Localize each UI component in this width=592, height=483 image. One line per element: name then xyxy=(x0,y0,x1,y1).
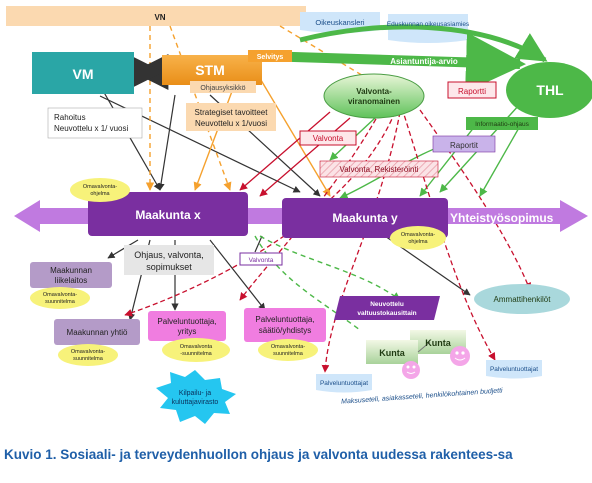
omavalvontasuunnitelma-4-label-1: Omavalvonta- xyxy=(271,344,305,350)
figure-caption: Kuvio 1. Sosiaali- ja terveydenhuollon o… xyxy=(4,447,513,462)
informaatio-label: Informaatio-ohjaus xyxy=(475,121,530,128)
omavalvontasuunnitelma-3-label-2: -suunnitelma xyxy=(180,351,212,357)
palveluntuottajat-label-2: Palveluntuottajat xyxy=(490,366,538,373)
oikeuskansleri-label: Oikeuskansleri xyxy=(315,18,365,27)
rahoitus-label-2: Neuvottelu x 1/ vuosi xyxy=(54,124,128,133)
maakunta-y-label: Maakunta y xyxy=(332,211,398,225)
strategiset-label-1: Strategiset tavoitteet xyxy=(195,108,269,117)
informaatio-ohjaus-box xyxy=(466,117,538,130)
liikelaitos-label-1: Maakunnan xyxy=(50,266,92,275)
yhteistyosopimus-label: Yhteistyösopimus xyxy=(450,211,554,225)
valvonta-rekisterointi-box xyxy=(319,160,439,178)
valvontaviranomainen-ellipse[interactable] xyxy=(323,73,425,119)
asiantuntija-label: Asiantuntija-arvio xyxy=(390,57,458,66)
omavalvontasuunnitelma-4-label-2: suunnitelma xyxy=(273,351,304,357)
selvitys-box xyxy=(248,50,292,62)
valvonta-red-box xyxy=(299,130,357,146)
omavalvontasuunnitelma-3-label-1: Omavalvonta xyxy=(180,344,213,350)
rahoitus-box xyxy=(47,107,143,139)
omavalvontasuunnitelma-2 xyxy=(58,344,118,366)
raportit-box xyxy=(432,135,496,153)
palveluntuottajat-box-1[interactable] xyxy=(316,374,372,393)
raportti-label: Raportti xyxy=(458,87,486,96)
omavalvontasuunnitelma-1-label-1: Omavalvonta- xyxy=(43,292,77,298)
omavalvontasuunnitelma-1-label-2: suunnitelma xyxy=(45,299,76,305)
omavalvontaohjelma-y xyxy=(390,226,446,250)
valvonta-small-box xyxy=(239,252,283,266)
neuvottelu-box xyxy=(334,296,440,320)
ohjausyksikko-label: Ohjausyksikkö xyxy=(200,85,245,92)
omavalvontaohjelma-x xyxy=(70,178,130,202)
omavalvontaohjelma-x-label-2: ohjelma xyxy=(90,191,110,197)
liikelaitos-box[interactable] xyxy=(30,262,112,288)
valvonta-red-label: Valvonta xyxy=(313,134,344,143)
omavalvontaohjelma-y-label-2: ohjelma xyxy=(408,239,428,245)
palveluntuottaja-yritys-label-1: Palveluntuottaja, xyxy=(157,317,216,326)
vn-band xyxy=(6,6,306,26)
smiley-icon-1 xyxy=(450,346,470,366)
thl-ellipse[interactable] xyxy=(506,62,592,118)
neuvottelu-label-2: valtuustokausittain xyxy=(357,310,416,317)
yhtio-box[interactable] xyxy=(54,319,140,345)
palveluntuottajat-box-2[interactable] xyxy=(486,360,542,379)
omavalvontaohjelma-x-label-1: Omavalvonta- xyxy=(83,184,117,190)
ohjaus-box xyxy=(124,245,214,275)
ammattihenkilot-label: Ammattihenkilöt xyxy=(494,295,552,304)
thl-label: THL xyxy=(536,82,564,98)
kunta-label-2: Kunta xyxy=(379,348,405,358)
raportit-label: Raportit xyxy=(450,141,479,150)
omavalvontasuunnitelma-4 xyxy=(258,339,318,361)
neuvottelu-label-1: Neuvottelu xyxy=(370,301,404,308)
steering-diagram: VN Oikeuskansleri Eduskunnan oikeusasiam… xyxy=(6,6,592,424)
palveluntuottaja-yritys-box[interactable] xyxy=(148,311,226,341)
omavalvontaohjelma-y-label-1: Omavalvonta- xyxy=(401,232,435,238)
vm-label: VM xyxy=(73,66,94,82)
ohjausyksikko-box xyxy=(190,81,256,93)
valvontaviranomainen-label-1: Valvonta- xyxy=(356,87,392,96)
smiley-icon-2 xyxy=(402,361,420,379)
rahoitus-label-1: Rahoitus xyxy=(54,113,86,122)
yhtio-label: Maakunnan yhtiö xyxy=(67,328,128,337)
omavalvontasuunnitelma-2-label-1: Omavalvonta- xyxy=(71,349,105,355)
liikelaitos-label-2: liikelaitos xyxy=(55,276,87,285)
strategiset-label-2: Neuvottelu x 1/vuosi xyxy=(195,119,267,128)
valvonta-small-label: Valvonta xyxy=(249,257,274,264)
ohjaus-label-1: Ohjaus, valvonta, xyxy=(134,250,204,260)
omavalvontasuunnitelma-2-label-2: suunnitelma xyxy=(73,356,104,362)
maakunta-x-label: Maakunta x xyxy=(135,208,201,222)
ammattihenkilot-ellipse[interactable] xyxy=(474,284,570,314)
kilpailu-label-1: Kilpailu- ja xyxy=(179,390,211,397)
palveluntuottaja-saatio-box[interactable] xyxy=(244,308,326,342)
palveluntuottaja-saatio-label-2: säätiö/yhdistys xyxy=(259,326,311,335)
omavalvontasuunnitelma-3 xyxy=(162,338,230,362)
omavalvontasuunnitelma-1 xyxy=(30,287,90,309)
stm-label: STM xyxy=(195,62,225,78)
kunta-box-2[interactable] xyxy=(366,340,418,364)
maakunta-x[interactable] xyxy=(88,192,248,236)
raportti-box xyxy=(447,81,497,99)
valvontaviranomainen-label-2: viranomainen xyxy=(348,97,400,106)
kilpailu-label-2: kuluttajavirasto xyxy=(172,399,219,406)
palveluntuottaja-yritys-label-2: yritys xyxy=(178,327,197,336)
stm-box[interactable] xyxy=(162,55,262,85)
kunta-label-1: Kunta xyxy=(425,338,451,348)
palveluntuottajat-label-1: Palveluntuottajat xyxy=(320,380,368,387)
palveluntuottaja-saatio-label-1: Palveluntuottaja, xyxy=(255,315,314,324)
valvonta-rekisterointi-label: Valvonta, Rekisteröinti xyxy=(340,165,419,174)
vm-box[interactable] xyxy=(32,52,134,94)
vn-label: VN xyxy=(154,13,165,22)
asiantuntija-arrow xyxy=(261,32,526,93)
smiley-faces xyxy=(406,351,466,374)
strategiset-box xyxy=(186,103,276,131)
eduskunta-label: Eduskunnan oikeusasiamies xyxy=(387,21,470,28)
ohjaus-label-2: sopimukset xyxy=(146,262,192,272)
kilpailu-burst[interactable] xyxy=(156,370,236,424)
selvitys-label: Selvitys xyxy=(257,54,284,61)
